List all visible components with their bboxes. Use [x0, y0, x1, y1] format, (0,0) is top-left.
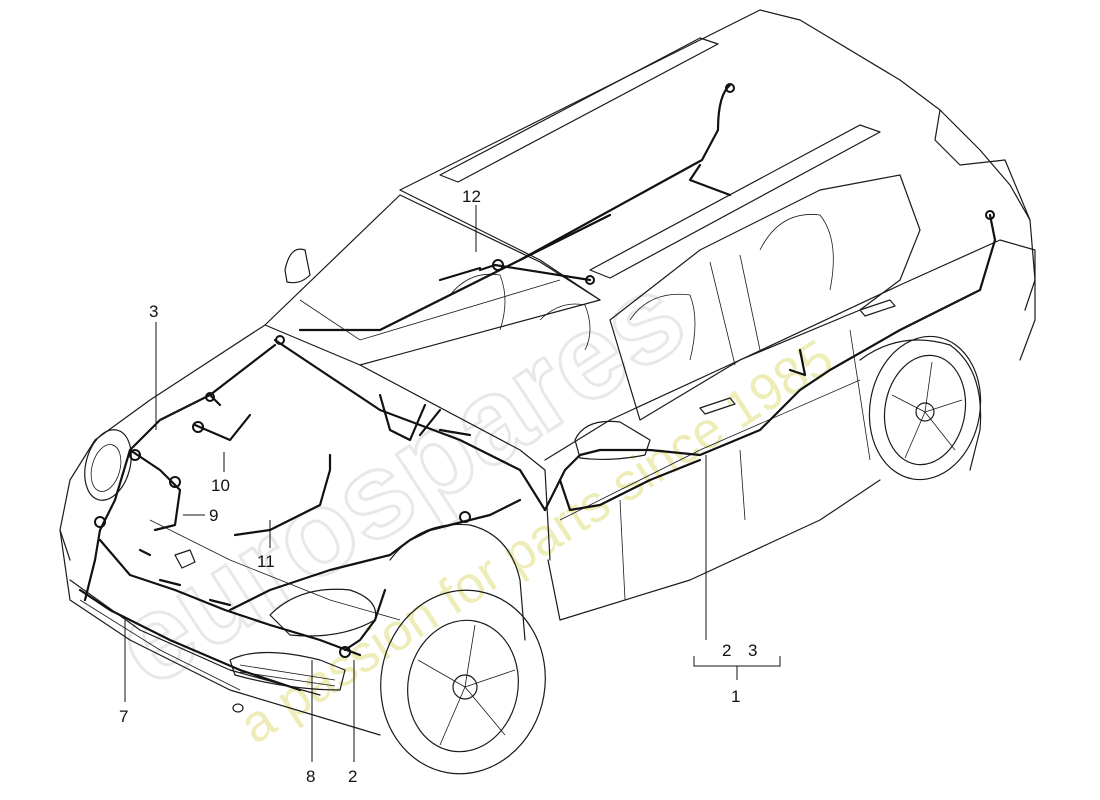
callout-2-group: 2: [722, 641, 731, 660]
callout-12: 12: [462, 187, 481, 206]
watermark: eurospares a passion for parts since 198…: [90, 246, 844, 756]
leader-lines: [124, 205, 781, 762]
callout-11: 11: [257, 552, 275, 571]
wiring-harnesses: [78, 83, 997, 692]
vehicle-outline: [59, 9, 1036, 775]
callout-3: 3: [149, 302, 158, 321]
front-wheel: [380, 589, 546, 775]
callout-8: 8: [306, 767, 315, 786]
callout-7: 7: [119, 707, 128, 726]
callout-1: 1: [731, 687, 740, 706]
callout-9: 9: [209, 506, 218, 525]
callout-2: 2: [348, 767, 357, 786]
rear-wheel: [868, 335, 982, 481]
callouts: 3 10 9 11 12 7 8 2 2 3 1: [119, 187, 757, 786]
callout-3-group: 3: [748, 641, 757, 660]
connectors: [94, 83, 995, 658]
callout-10: 10: [211, 476, 230, 495]
